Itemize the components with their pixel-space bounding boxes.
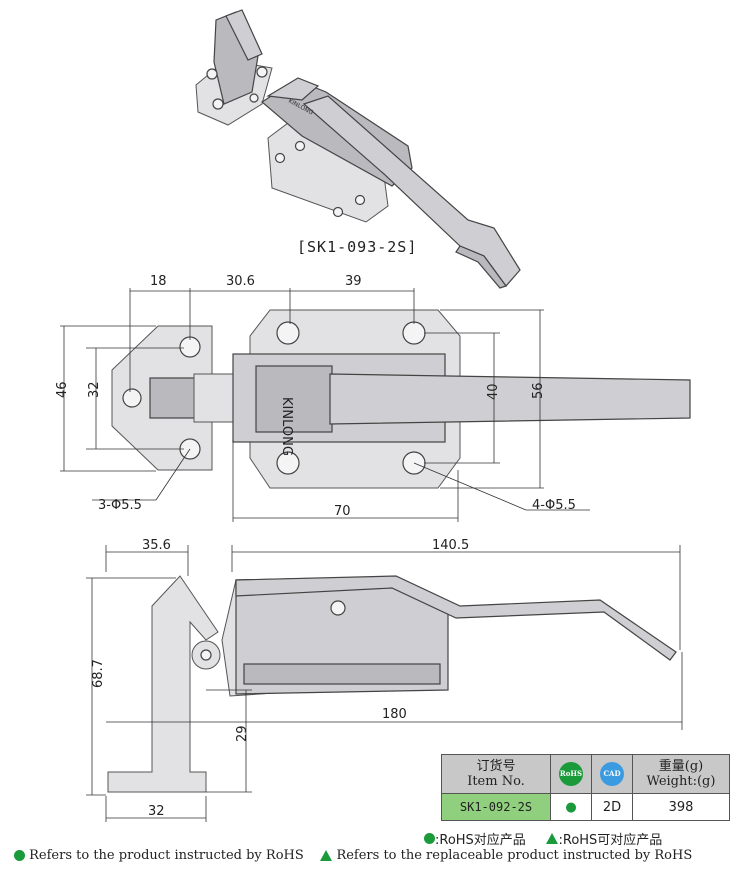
legend-en-dot: Refers to the product instructed by RoHS	[29, 848, 304, 863]
cad-badge-icon: CAD	[600, 762, 624, 786]
legend-en-tri: Refers to the replaceable product instru…	[336, 848, 693, 863]
green-dot-icon	[424, 833, 435, 844]
rohs-badge-icon: RoHS	[559, 762, 583, 786]
dim-68-7: 68.7	[91, 659, 106, 688]
header-cad: CAD	[591, 754, 633, 794]
header-item-en: Item No.	[467, 774, 525, 789]
dim-70: 70	[334, 504, 351, 519]
spec-table-header: 订货号 Item No. RoHS CAD 重量(g) Weight:(g)	[441, 754, 730, 794]
rohs-dot-icon: ●	[565, 799, 577, 815]
legend-cn-dot: :RoHS对应产品	[435, 833, 526, 848]
dim-39: 39	[345, 274, 362, 289]
header-item-cn: 订货号	[476, 759, 516, 774]
dim-30-6: 30.6	[226, 274, 255, 289]
dim-46: 46	[55, 381, 70, 398]
spec-table: 订货号 Item No. RoHS CAD 重量(g) Weight:(g) S…	[441, 754, 730, 821]
dim-140-5: 140.5	[432, 538, 469, 553]
green-triangle-icon	[546, 833, 559, 844]
green-triangle-icon	[320, 850, 333, 861]
rohs-cell: ●	[550, 793, 592, 821]
dim-32: 32	[87, 381, 102, 398]
dim-35-6: 35.6	[142, 538, 171, 553]
dim-29: 29	[235, 725, 250, 742]
header-weight-cn: 重量(g)	[658, 759, 704, 774]
top-view: KINLONG 18 30.6 39 46 32 40 56 70 3-Φ	[55, 274, 691, 522]
dim-180: 180	[382, 707, 407, 722]
legend-en: Refers to the product instructed by RoHS…	[14, 848, 692, 863]
side-view: 35.6 140.5 68.7 180 29 32	[86, 538, 683, 822]
dim-3-holes: 3-Φ5.5	[98, 498, 142, 513]
product-illustration: KINLONG	[195, 9, 521, 289]
dim-32-base: 32	[148, 804, 165, 819]
dim-40: 40	[486, 383, 501, 400]
header-item-no: 订货号 Item No.	[441, 754, 551, 794]
item-no-cell: SK1-092-2S	[441, 793, 551, 821]
weight-cell: 398	[632, 793, 730, 821]
header-weight-en: Weight:(g)	[646, 774, 716, 789]
header-rohs: RoHS	[550, 754, 592, 794]
dim-56: 56	[531, 382, 546, 399]
table-row: SK1-092-2S ● 2D 398	[441, 793, 730, 821]
dim-4-holes: 4-Φ5.5	[532, 498, 576, 513]
dim-18: 18	[150, 274, 167, 289]
green-dot-icon	[14, 850, 25, 861]
header-weight: 重量(g) Weight:(g)	[632, 754, 730, 794]
legend-cn: :RoHS对应产品 :RoHS可对应产品	[424, 829, 662, 848]
cad-cell: 2D	[591, 793, 633, 821]
model-label: [SK1-093-2S]	[297, 238, 418, 256]
legend-cn-tri: :RoHS可对应产品	[558, 833, 663, 848]
top-brand: KINLONG	[279, 397, 294, 456]
